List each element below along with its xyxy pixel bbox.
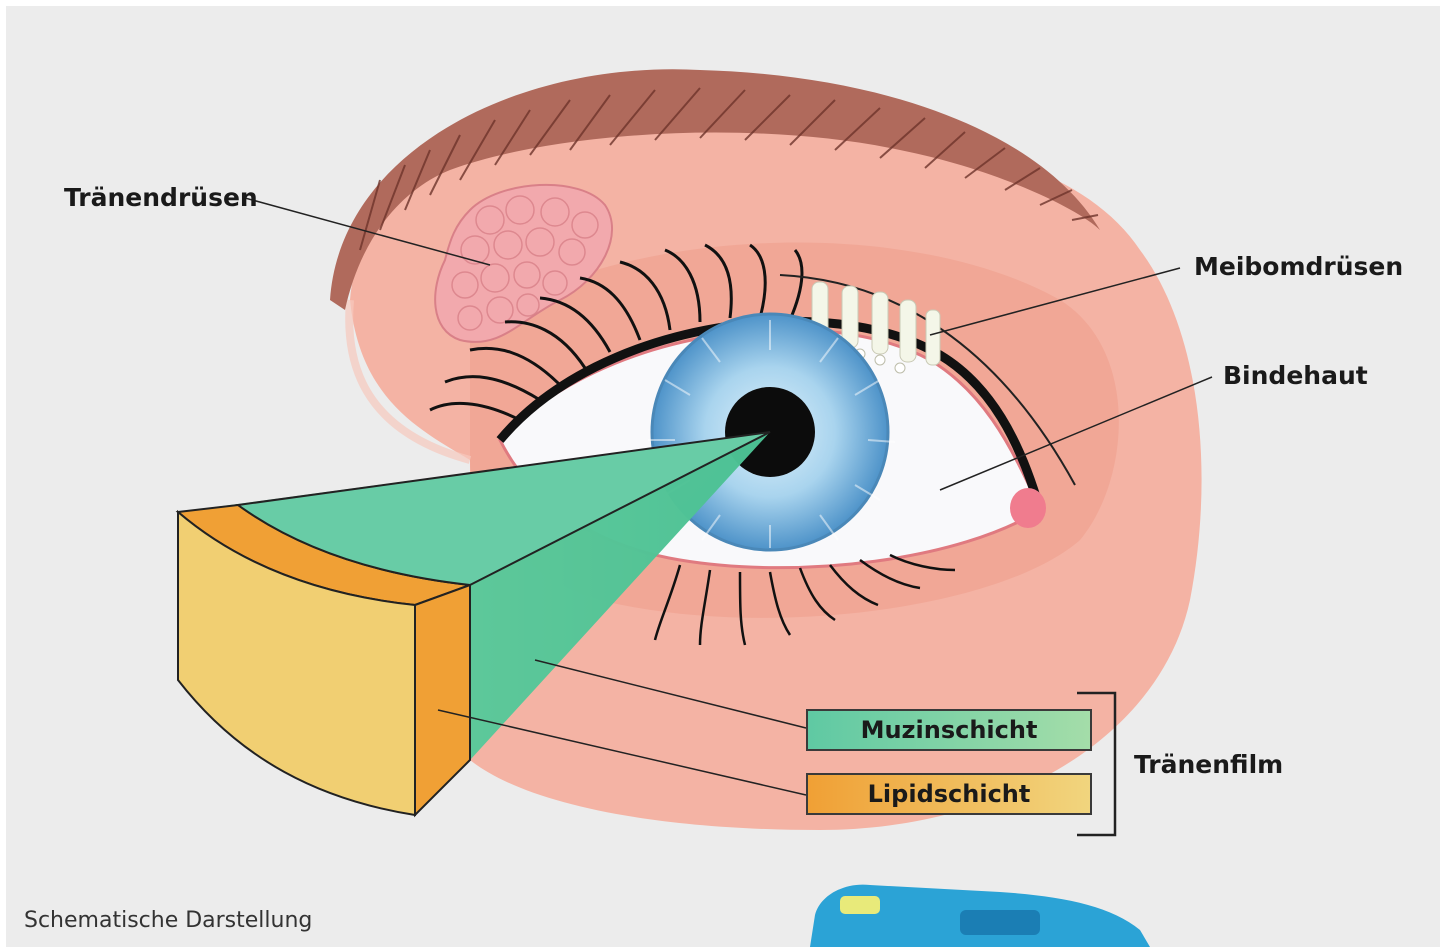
muzinschicht-label: Muzinschicht	[861, 716, 1038, 744]
muzinschicht-box: Muzinschicht	[806, 709, 1092, 751]
label-traenendruesen: Tränendrüsen	[64, 183, 258, 212]
lipidschicht-box: Lipidschicht	[806, 773, 1092, 815]
label-meibomdruesen: Meibomdrüsen	[1194, 252, 1403, 281]
label-traenenfilm: Tränenfilm	[1134, 750, 1283, 779]
lipidschicht-label: Lipidschicht	[868, 780, 1031, 808]
caruncle	[1010, 488, 1046, 528]
caption: Schematische Darstellung	[24, 908, 312, 933]
label-bindehaut: Bindehaut	[1223, 361, 1368, 390]
